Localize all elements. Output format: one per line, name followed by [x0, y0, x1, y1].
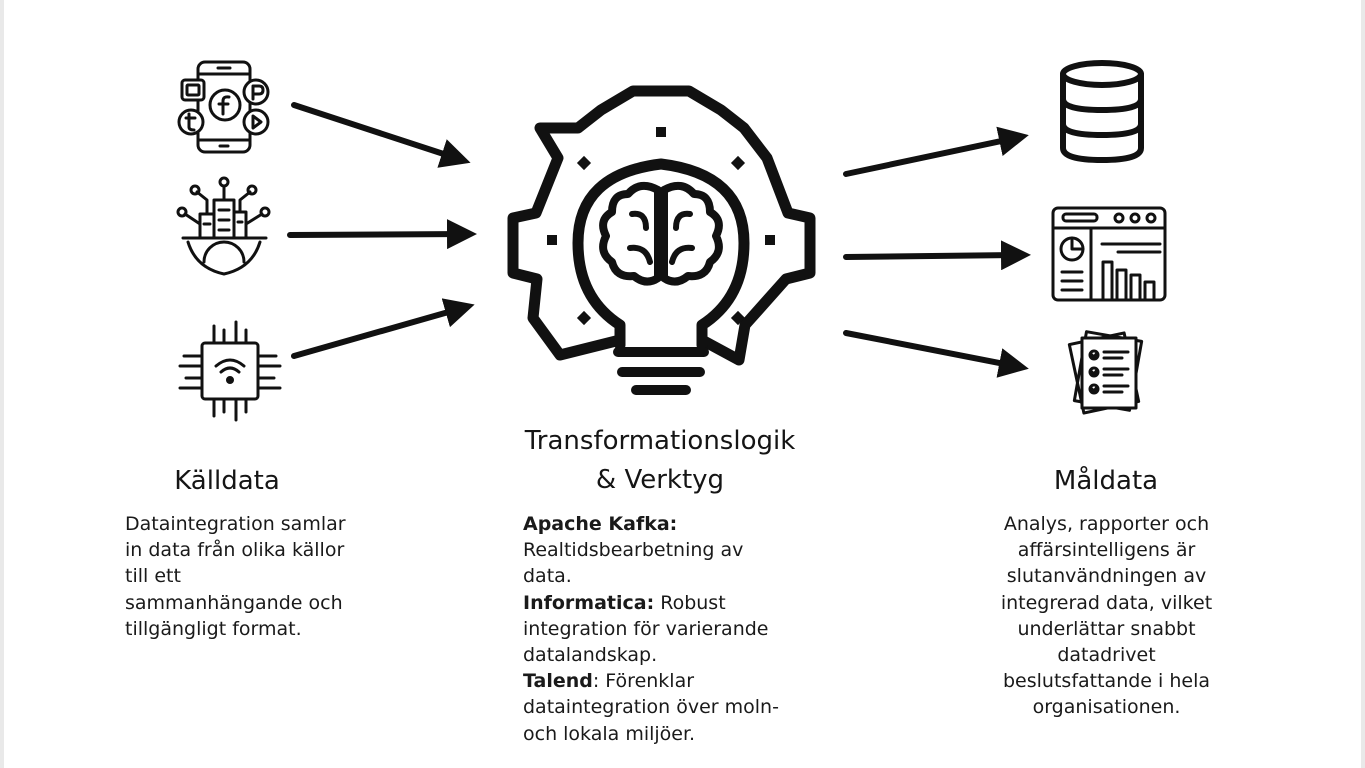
- source-description: Dataintegration samlar in data från olik…: [125, 513, 346, 640]
- arrow-source-3: [291, 298, 475, 359]
- arrow-source-2: [287, 219, 477, 250]
- center-title-line2: & Verktyg: [595, 465, 725, 495]
- social-media-phone-icon: [177, 60, 270, 154]
- center-title: Transformationslogik & Verktyg: [490, 422, 830, 500]
- tool-name: Talend: [523, 670, 593, 693]
- arrow-target-2: [843, 240, 1031, 271]
- tool-name: Informatica:: [523, 591, 655, 614]
- tool-text: Robust integration för varierande datala…: [523, 591, 769, 667]
- database-icon: [1060, 60, 1144, 163]
- tools-list: Apache Kafka: Realtidsbearbetning av dat…: [523, 511, 798, 747]
- left-edge-strip: [0, 0, 4, 768]
- iot-chip-icon: [178, 320, 282, 422]
- tool-item-talend: Talend: Förenklar dataintegration över m…: [523, 668, 798, 747]
- source-arrows: [287, 102, 477, 359]
- right-edge-strip: [1361, 0, 1365, 768]
- tool-text: : Förenklar dataintegration över moln- o…: [523, 670, 779, 745]
- target-description: Analys, rapporter och affärsintelligens …: [1000, 513, 1213, 719]
- tool-name: Apache Kafka:: [523, 513, 678, 535]
- dashboard-report-icon: [1051, 206, 1167, 302]
- smart-city-icon: [176, 176, 271, 276]
- target-title: Måldata: [1053, 466, 1159, 496]
- source-title: Källdata: [174, 466, 280, 496]
- tool-item-kafka: Apache Kafka: Realtidsbearbetning av dat…: [523, 511, 798, 590]
- tool-text: Realtidsbearbetning av data.: [523, 539, 744, 588]
- checklist-documents-icon: [1067, 330, 1144, 415]
- arrow-target-3: [843, 330, 1029, 378]
- target-arrows: [843, 126, 1031, 378]
- center-title-line1: Transformationslogik: [524, 426, 796, 456]
- arrow-source-1: [291, 102, 471, 168]
- gear-lightbulb-brain-icon: [507, 85, 816, 395]
- arrow-target-1: [843, 126, 1029, 177]
- tool-item-informatica: Informatica: Robust integration för vari…: [523, 590, 798, 669]
